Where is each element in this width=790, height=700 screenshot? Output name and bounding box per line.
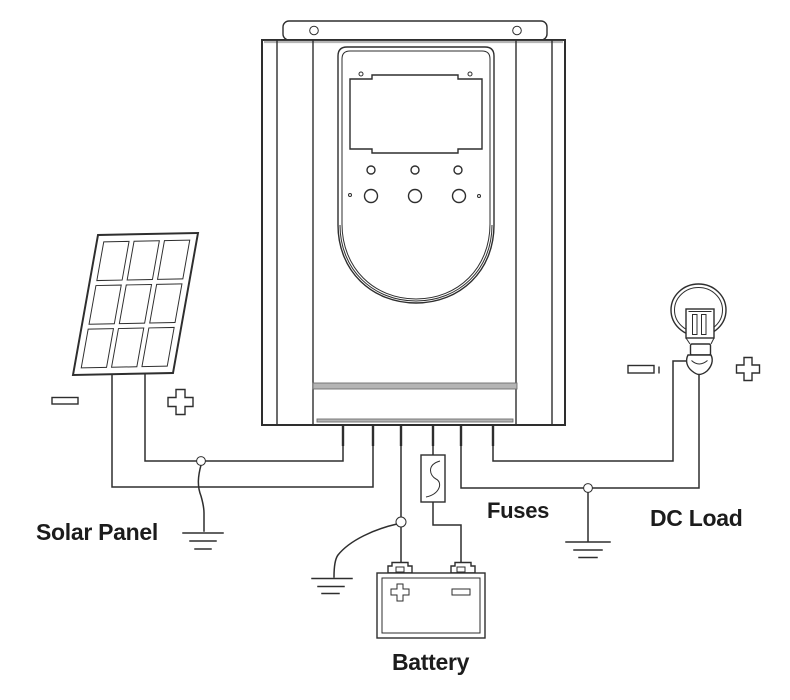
- load-negative-symbol: [627, 364, 655, 374]
- wires: [111, 360, 700, 564]
- led-indicator: [453, 165, 463, 175]
- screw-hole: [477, 194, 481, 198]
- terminal-strip: [312, 382, 518, 423]
- dc-load-label: DC Load: [650, 505, 743, 531]
- ground-tap-solar: [197, 464, 205, 532]
- fuses-label: Fuses: [487, 498, 550, 523]
- solar-panel-label: Solar Panel: [36, 519, 158, 545]
- front-panel-inner-line: [341, 50, 491, 300]
- junction-node-solar: [196, 456, 206, 466]
- ground-symbol-solar: [182, 532, 224, 550]
- ground-tap-battery: [333, 523, 398, 578]
- panel-button: [363, 188, 379, 204]
- panel-buttons: [348, 188, 481, 204]
- wire-solar-negative: [111, 374, 374, 488]
- battery-terminal-negative: [450, 561, 476, 574]
- screw-hole: [467, 71, 473, 77]
- wire-load-negative: [460, 371, 700, 489]
- ground-taps: [182, 464, 611, 595]
- battery-terminal-positive: [387, 561, 413, 574]
- solar-panel-frame: [71, 231, 200, 377]
- dc-load-bulb: [670, 283, 727, 376]
- solar-panel-cells: [80, 239, 191, 369]
- fuse-symbol: [425, 460, 441, 498]
- load-positive-symbol: [735, 356, 761, 382]
- front-panel-mid-line: [339, 224, 493, 302]
- screw-hole: [348, 193, 352, 197]
- led-indicator: [410, 165, 420, 175]
- bracket-hole-left: [309, 25, 319, 36]
- lcd-display: [349, 74, 483, 154]
- mounting-bracket: [282, 20, 548, 41]
- battery-case-inner: [381, 577, 481, 634]
- led-indicators: [366, 165, 463, 175]
- fuse: [420, 454, 446, 503]
- charge-controller: [261, 20, 566, 446]
- body-side-ridges: [276, 40, 553, 425]
- ground-symbol-battery: [311, 577, 353, 595]
- battery-negative-symbol: [451, 588, 471, 596]
- bulb-filament-box: [685, 308, 715, 339]
- solar-positive-symbol: [167, 388, 194, 416]
- wire-load-positive: [492, 360, 689, 462]
- junction-node-battery: [395, 516, 407, 528]
- bulb-filament-bar: [701, 314, 707, 335]
- ground-symbol-load: [565, 541, 611, 559]
- panel-button: [407, 188, 423, 204]
- battery-positive-symbol: [390, 583, 410, 602]
- bulb-socket: [689, 343, 712, 356]
- solar-negative-symbol: [51, 396, 79, 405]
- bulb-filament-bar: [692, 314, 698, 335]
- bracket-hole-right: [512, 25, 522, 36]
- solar-panel: [71, 231, 200, 377]
- bulb-base-arc: [691, 360, 708, 365]
- led-indicator: [366, 165, 376, 175]
- panel-button: [451, 188, 467, 204]
- terminal-lugs: [341, 425, 495, 446]
- bulb-base-cup: [685, 354, 713, 376]
- battery-case: [376, 572, 486, 639]
- battery-label: Battery: [392, 649, 470, 675]
- junction-node-load: [583, 483, 593, 493]
- wire-fuse-to-battery: [432, 500, 462, 564]
- screw-hole: [358, 71, 364, 77]
- battery: [376, 561, 486, 639]
